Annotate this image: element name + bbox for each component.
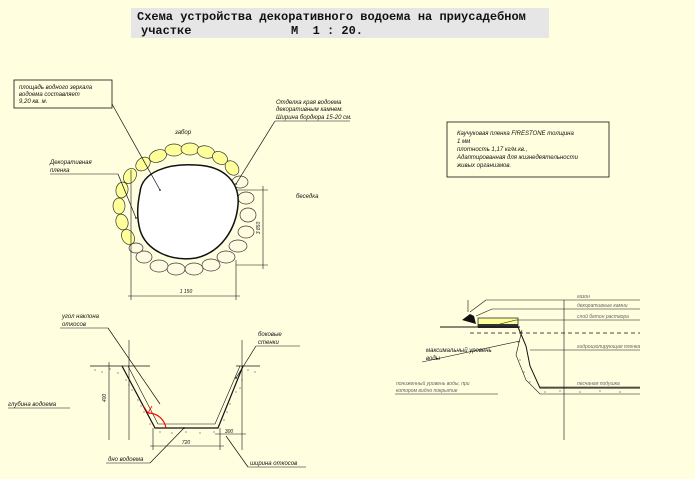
low-level-label-2: котором видно покрытие [396, 388, 458, 394]
membrane-note: Каучуковая пленка FIRESTONE толщина 1 мм… [446, 121, 610, 178]
waterproof-label: гидроизолирующая пленка [577, 344, 640, 350]
section-profile [121, 365, 244, 429]
title-line-2-text: участке [141, 24, 192, 38]
pond-section: 400 720 300 угол наклона откосов боковые… [8, 314, 306, 468]
depth-label: глубина водоема [8, 402, 57, 408]
detail-slope [517, 326, 640, 389]
side-walls-label-1: боковые [258, 332, 282, 338]
slope-width-label: ширина откосов [250, 461, 297, 467]
area-note-line-1: площадь водного зеркала [19, 85, 93, 91]
slope-angle-label-2: откосов [62, 322, 86, 328]
area-note-line-3: 9,20 кв. м. [19, 99, 47, 105]
film-note-line-1: Декоративная [49, 160, 93, 166]
max-level-label-1: максимальный уровень [426, 347, 492, 354]
area-note-box [13, 79, 113, 109]
film-note-leader [117, 173, 137, 219]
gazebo-label: беседка [296, 194, 319, 200]
slope-angle-leader [107, 327, 161, 405]
concrete-label: слой бетон раствора [577, 313, 629, 320]
title-line-2: участке М 1 : 20. [141, 24, 363, 38]
plan-dimensions [128, 170, 268, 300]
max-level-label-2: воды [426, 356, 441, 362]
slope-dimension: 300 [225, 429, 234, 435]
slope-angle-arc [147, 412, 167, 429]
bottom-dimension: 720 [182, 440, 191, 446]
border-note-line-3: Ширина бордюра 15-20 см. [276, 115, 352, 121]
plan-height-dimension: 3 850 [256, 222, 262, 235]
border-note-line-1: Отделка края водоема [276, 100, 342, 106]
border-stones [112, 142, 257, 276]
title-line-1: Схема устройства декоративного водоема н… [137, 10, 526, 24]
film-note-line-2: пленка [50, 168, 70, 174]
stone-label: декоративные камни [577, 303, 628, 309]
side-walls-label-2: стенки [258, 340, 279, 346]
title-box: Схема устройства декоративного водоема н… [131, 8, 549, 38]
area-note-line-2: водоема составляет [19, 92, 80, 98]
side-walls-leader [235, 345, 257, 379]
edge-detail: газон декоративные камни слой бетон раст… [395, 294, 640, 440]
slope-width-leader [225, 435, 249, 468]
scale-label: М 1 : 20. [291, 24, 364, 38]
bottom-label: дно водоема [108, 457, 144, 463]
slope-angle-label-1: угол наклона [61, 314, 100, 320]
sand-label: песчаная подушка [577, 381, 620, 387]
membrane-note-line-4: Адаптированная для жизнедеятельности [456, 155, 579, 161]
lawn-label: газон [577, 294, 590, 300]
section-dimensions [108, 340, 246, 450]
plan-width-dimension: 1 150 [180, 289, 193, 295]
membrane-note-box [446, 121, 610, 178]
water-surface [136, 163, 239, 260]
membrane-note-line-5: живых организмов. [456, 163, 511, 169]
pond-plan: 1 150 3 850 площадь водного зеркала водо… [13, 79, 352, 300]
fence-label: забор [174, 130, 192, 136]
membrane-note-line-1: Каучуковая пленка FIRESTONE толщина [457, 131, 574, 137]
membrane-note-line-2: 1 мм [457, 139, 470, 145]
low-level-label-1: пониженный уровень воды, при [396, 380, 470, 387]
bottom-leader [149, 427, 185, 464]
border-note-leader [235, 120, 276, 185]
membrane-note-line-3: плотность 1,17 кг/м.кв., [457, 147, 527, 153]
border-note-line-2: декоративным камнем. [276, 107, 343, 113]
depth-dimension: 400 [102, 394, 108, 403]
area-note-leader [111, 103, 161, 191]
stone-block [462, 314, 476, 324]
